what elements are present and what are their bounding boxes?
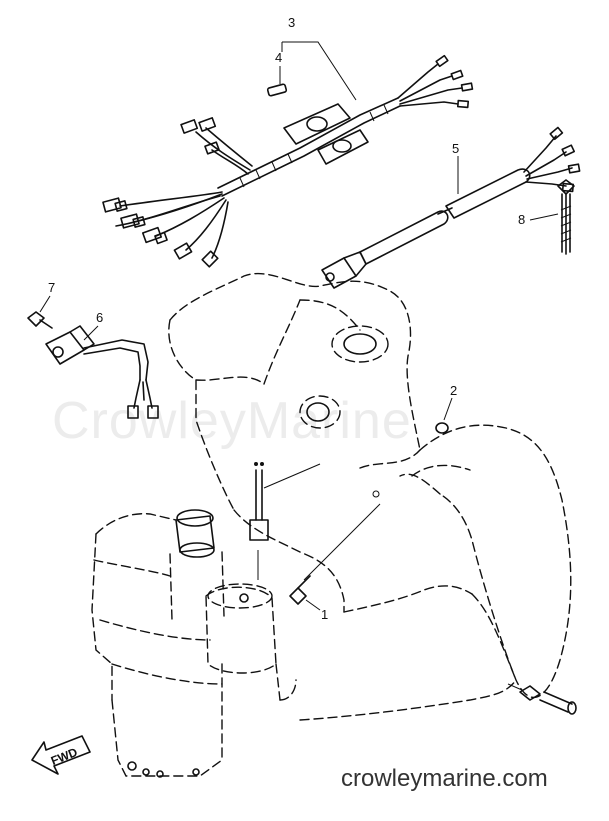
relay-leads	[249, 462, 321, 580]
pivot-bolt	[507, 683, 577, 715]
switch-part-6	[45, 325, 159, 419]
callout-1: 1	[321, 607, 328, 622]
main-wiring-harness	[102, 41, 474, 268]
screw-part-1	[289, 490, 381, 611]
grommet-part-2	[435, 397, 453, 434]
engine-bracket-outline	[168, 272, 572, 721]
bolt-part-8	[529, 179, 575, 255]
fwd-arrow-icon: FWD	[31, 735, 91, 775]
callout-8: 8	[518, 212, 525, 227]
fuse-part	[266, 66, 288, 97]
callout-4: 4	[275, 50, 282, 65]
trim-tilt-unit	[91, 509, 297, 778]
callout-7: 7	[48, 280, 55, 295]
callout-6: 6	[96, 310, 103, 325]
extension-harness	[321, 126, 581, 289]
callout-2: 2	[450, 383, 457, 398]
fwd-label: FWD	[49, 745, 80, 768]
watermark: CrowleyMarine	[52, 392, 412, 450]
callout-3: 3	[288, 15, 295, 30]
callout-5: 5	[452, 141, 459, 156]
footer-url: crowleymarine.com	[341, 765, 548, 792]
screw-part-7	[27, 295, 53, 329]
